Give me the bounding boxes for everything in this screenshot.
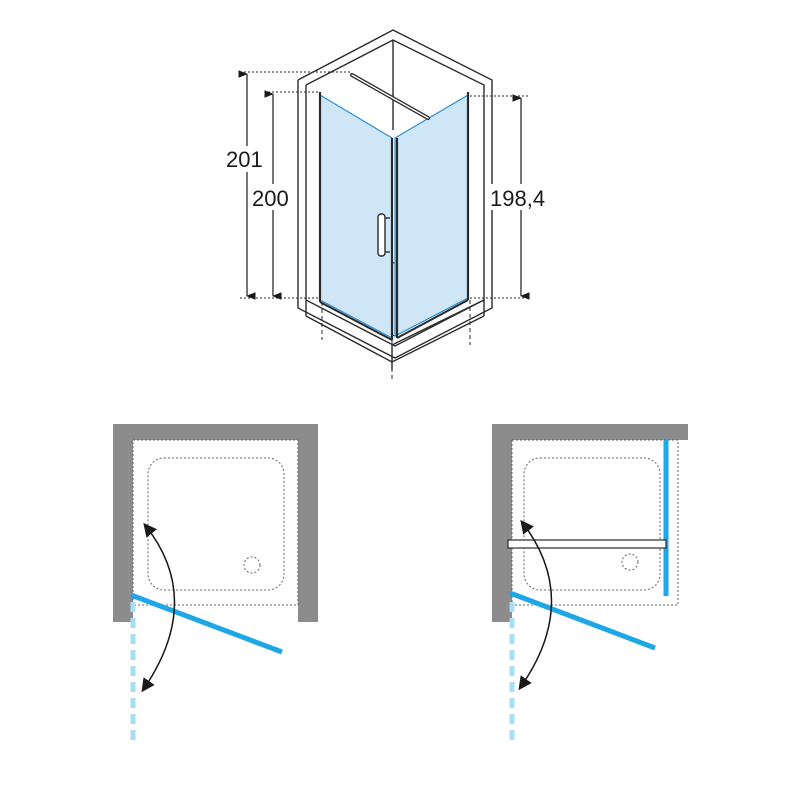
drain-icon — [243, 556, 261, 574]
swing-arrow-icon — [518, 519, 553, 691]
dimension-label-201: 201 — [226, 147, 263, 172]
isometric-view: 201 200 198,4 — [226, 29, 552, 380]
enclosure-outline-left — [132, 439, 299, 606]
plan-view-right — [492, 424, 688, 745]
plan-view-left — [113, 424, 318, 745]
door-panel-blue — [130, 592, 283, 655]
dimension-label-200: 200 — [252, 186, 289, 211]
drain-icon — [621, 553, 639, 571]
stabilizer-bar — [350, 73, 430, 120]
frame-posts — [318, 92, 470, 340]
bottom-profiles — [319, 299, 469, 341]
shower-tray-right — [523, 457, 661, 591]
walls-3d — [297, 29, 493, 370]
glass-panel-right — [394, 93, 469, 337]
swing-arrow-icon — [141, 522, 176, 693]
stabilizer-bar-plan — [507, 539, 667, 549]
wall-right-plan — [492, 424, 688, 622]
door-handle — [377, 213, 390, 257]
wall-left-plan — [113, 424, 318, 622]
shower-tray-left — [147, 457, 285, 591]
centerlines-3d — [321, 300, 471, 380]
dimension-label-198-4: 198,4 — [490, 186, 545, 211]
enclosure-outline-right — [511, 439, 679, 606]
door-panel-blue — [509, 590, 656, 651]
